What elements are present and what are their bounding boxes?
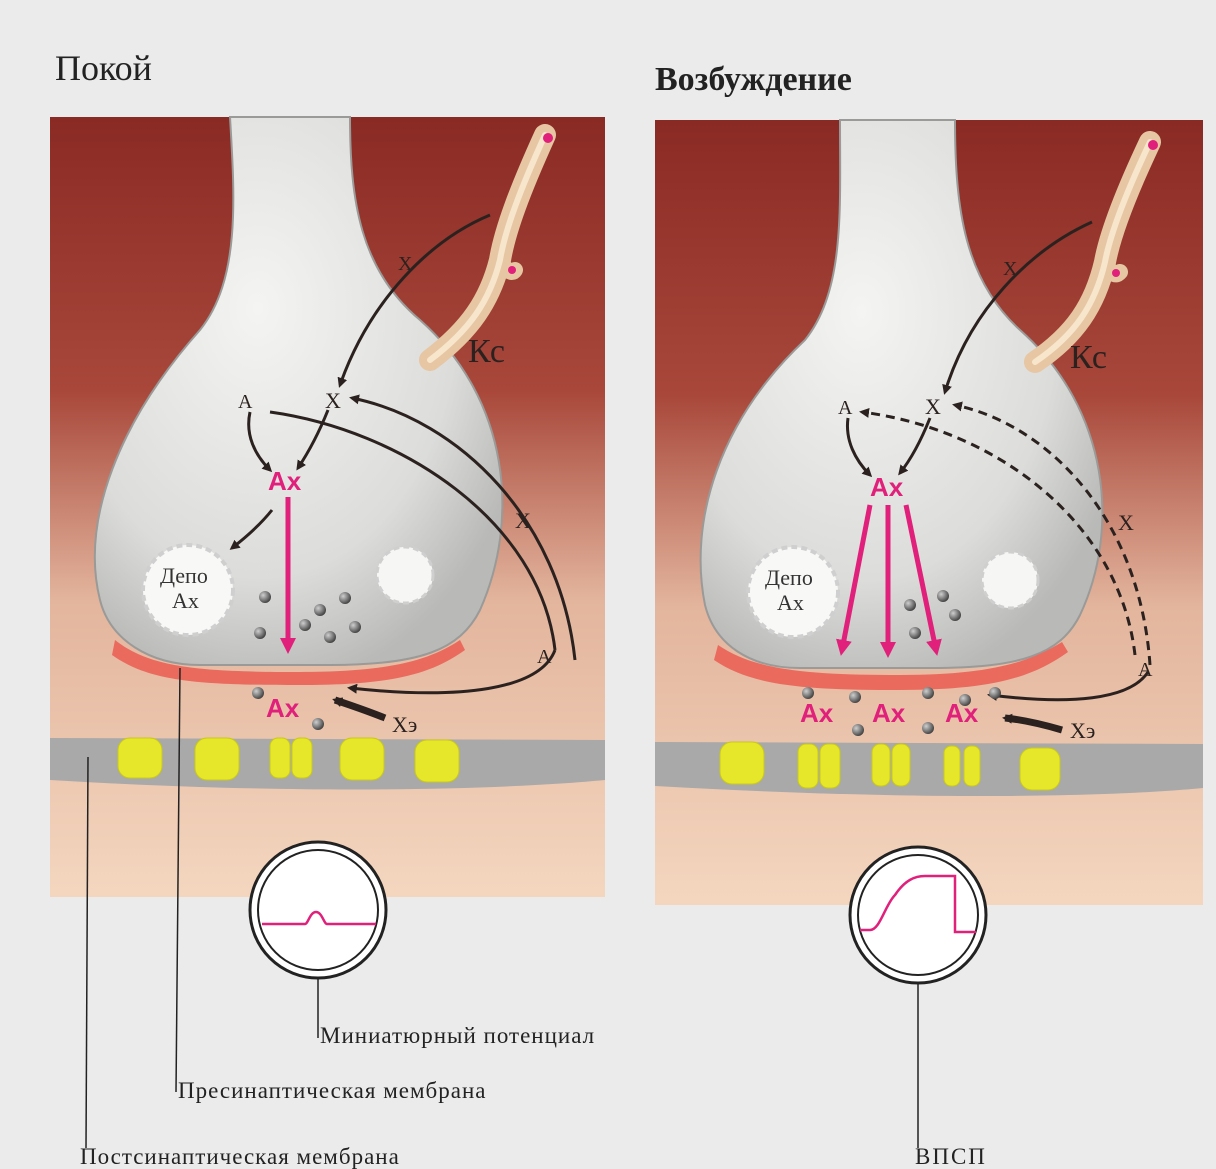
ach-depot: Депо Ах <box>748 547 838 637</box>
oscilloscope-excitation <box>850 847 986 983</box>
label-x: Х <box>925 394 941 419</box>
label-x-loop: Х <box>515 508 531 533</box>
callout-miniature-potential: Миниатюрный потенциал <box>320 1023 595 1048</box>
label-x: Х <box>325 388 341 413</box>
label-ach: Ах <box>268 466 302 496</box>
label-ks: Кс <box>468 333 505 370</box>
depot-label-1: Депо <box>765 565 813 590</box>
label-a-loop: А <box>1138 659 1153 681</box>
label-a-loop: А <box>537 646 552 668</box>
label-ach-cleft-2: Ах <box>872 698 906 728</box>
label-ks: Кс <box>1070 339 1107 376</box>
label-ach: Ах <box>870 472 904 502</box>
label-x-loop: Х <box>1118 510 1134 535</box>
label-ach-cleft-3: Ах <box>945 698 979 728</box>
label-xe: Хэ <box>1070 718 1095 743</box>
panel-title-rest: Покой <box>55 48 152 88</box>
mitochondrion <box>982 552 1038 608</box>
callout-presynaptic-membrane: Пресинаптическая мембрана <box>178 1078 486 1103</box>
callout-epsp: ВПСП <box>915 1144 987 1169</box>
label-a: А <box>238 391 253 413</box>
callout-postsynaptic-membrane: Постсинаптическая мембрана <box>80 1144 400 1169</box>
label-x-capillary: Х <box>398 253 413 275</box>
depot-label-1: Депо <box>160 563 208 588</box>
depot-label-2: Ах <box>777 590 804 615</box>
panel-rest: Покой Кс Депо Ах <box>50 48 605 978</box>
label-ach-cleft-1: Ах <box>800 698 834 728</box>
label-x-capillary: Х <box>1003 258 1018 280</box>
label-a: А <box>838 397 853 419</box>
mitochondrion <box>377 547 433 603</box>
panel-title-excitation: Возбуждение <box>655 61 852 98</box>
panel-excitation: Возбуждение Кс Депо Ах <box>655 61 1203 983</box>
label-ach-cleft: Ах <box>266 693 300 723</box>
label-xe: Хэ <box>392 712 417 737</box>
ach-depot: Депо Ах <box>143 545 233 635</box>
depot-label-2: Ах <box>172 588 199 613</box>
